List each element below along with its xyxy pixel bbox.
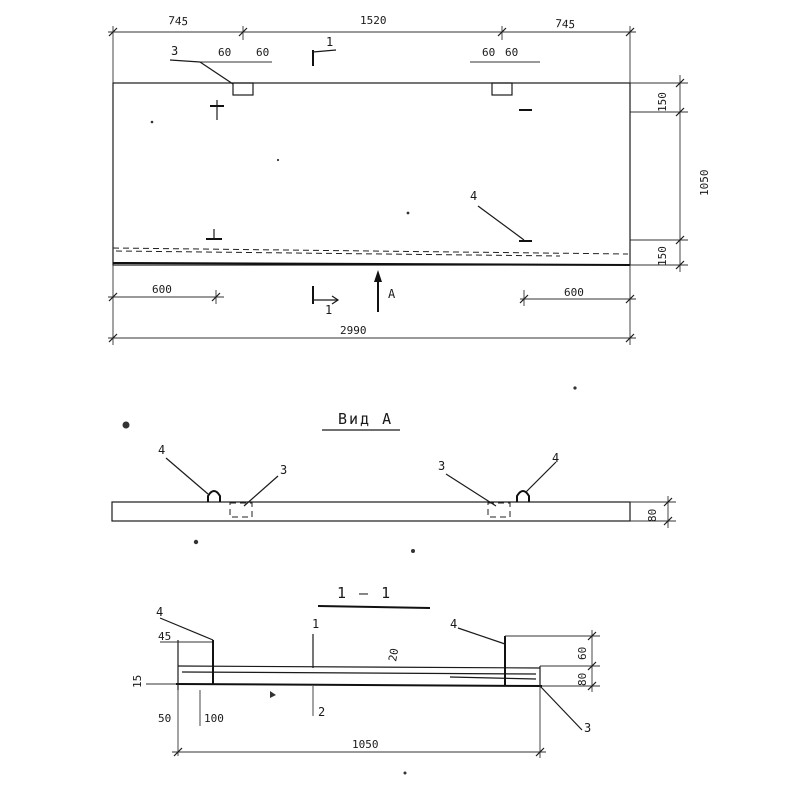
plan-hidden-line bbox=[112, 247, 629, 255]
plan-dim-tick bbox=[108, 27, 118, 37]
view-a-title: Вид А bbox=[338, 410, 393, 428]
plan-dim-edge-bottom: 150 bbox=[656, 246, 669, 266]
section-marker-2: 2 bbox=[318, 705, 325, 719]
view-a-loop-right bbox=[516, 490, 530, 502]
section-dim-tick bbox=[587, 631, 597, 641]
view-a-dim-tick bbox=[663, 497, 673, 507]
plan-dim-height: 1050 bbox=[698, 170, 711, 197]
plan-section-mark-bottom: 1 bbox=[325, 303, 332, 317]
plan-offset-left-b: 60 bbox=[256, 46, 269, 59]
view-a: Вид А 4 3 3 4 80 bbox=[111, 410, 676, 528]
section-leader-4-left bbox=[159, 617, 214, 641]
plan-dim-tick bbox=[625, 294, 635, 304]
plan-dim-tick bbox=[211, 292, 221, 302]
plan-callout-4: 4 bbox=[470, 189, 477, 203]
section-dim-50: 50 bbox=[158, 712, 171, 725]
plan-leader-4 bbox=[477, 205, 525, 241]
plan-offset-right-a: 60 bbox=[482, 46, 495, 59]
plan-dim-bottom-right: 600 bbox=[564, 286, 584, 299]
plan-offset-left-a: 60 bbox=[218, 46, 231, 59]
section-dim-tick bbox=[535, 747, 545, 757]
plan-embed-left bbox=[232, 82, 254, 96]
section-dim-tick bbox=[173, 747, 183, 757]
section-slab-bottom bbox=[175, 683, 543, 687]
plan-view: 745 1520 745 60 60 60 60 3 1 150 1050 15… bbox=[108, 14, 711, 345]
section-callout-4-left: 4 bbox=[156, 605, 163, 619]
plan-embed-right bbox=[491, 82, 513, 96]
view-a-dim-thickness: 80 bbox=[646, 509, 659, 522]
plan-leader-3 bbox=[169, 59, 201, 63]
section-dim-tick bbox=[587, 661, 597, 671]
plan-offset-right-b: 60 bbox=[505, 46, 518, 59]
plan-dim-tick bbox=[675, 107, 685, 117]
plan-dim-right: 745 bbox=[555, 17, 576, 31]
plan-dim-tick bbox=[625, 27, 635, 37]
section-dim-80: 80 bbox=[576, 673, 589, 686]
section-dim-tick bbox=[587, 681, 597, 691]
plan-hidden-line-2 bbox=[115, 250, 561, 257]
plan-dim-tick bbox=[675, 78, 685, 88]
section-rebar bbox=[449, 676, 537, 680]
plan-dim-total: 2990 bbox=[340, 324, 367, 337]
view-a-leader-4-left bbox=[165, 457, 209, 495]
view-a-dim-tick bbox=[663, 516, 673, 526]
section-title: 1 — 1 bbox=[337, 584, 392, 602]
view-a-leader-4-right bbox=[525, 461, 557, 493]
section-leader-3 bbox=[539, 685, 583, 731]
plan-slab-outline bbox=[112, 82, 631, 266]
view-a-embed-left bbox=[229, 502, 253, 518]
plan-section-mark-top-h bbox=[312, 49, 337, 53]
section-marker-1: 1 bbox=[312, 617, 319, 631]
section-callout-4-right: 4 bbox=[450, 617, 457, 631]
view-a-leader-3-left bbox=[243, 475, 279, 507]
plan-callout-3: 3 bbox=[171, 44, 178, 58]
section-dim-width: 1050 bbox=[352, 738, 379, 751]
plan-dim-bottom-left: 600 bbox=[152, 283, 172, 296]
plan-section-arrow bbox=[331, 295, 340, 305]
section-dim-60: 60 bbox=[576, 647, 589, 660]
view-a-callout-4-left: 4 bbox=[158, 443, 165, 457]
section-1-1: 1 — 1 4 4 3 1 2 45 15 50 100 20 bbox=[131, 584, 600, 758]
plan-dim-tick bbox=[675, 260, 685, 270]
plan-dim-tick bbox=[497, 27, 507, 37]
scan-specks bbox=[122, 120, 577, 775]
view-a-callout-3-left: 3 bbox=[280, 463, 287, 477]
view-a-callout-4-right: 4 bbox=[552, 451, 559, 465]
view-a-slab bbox=[111, 501, 631, 522]
view-a-callout-3-right: 3 bbox=[438, 459, 445, 473]
section-leader-4-right bbox=[457, 627, 506, 645]
plan-dim-tick bbox=[625, 333, 635, 343]
view-a-leader-3-right bbox=[445, 473, 497, 507]
plan-slab-bottom-edge bbox=[112, 262, 631, 266]
section-title-underline bbox=[317, 605, 431, 609]
section-dim-45: 45 bbox=[158, 630, 171, 643]
plan-dim-left: 745 bbox=[168, 14, 189, 28]
plan-view-arrow-head bbox=[374, 270, 382, 282]
view-a-loop-left bbox=[207, 490, 221, 502]
section-slab-top bbox=[177, 665, 541, 669]
plan-dim-tick bbox=[108, 292, 118, 302]
section-callout-3: 3 bbox=[584, 721, 591, 735]
section-dim-15: 15 bbox=[131, 675, 144, 688]
plan-dim-tick bbox=[675, 235, 685, 245]
plan-leader-3b bbox=[199, 61, 234, 85]
section-dim-20: 20 bbox=[386, 647, 401, 662]
plan-section-mark-top: 1 bbox=[326, 35, 333, 49]
plan-dim-middle: 1520 bbox=[360, 14, 387, 27]
section-dim-100: 100 bbox=[204, 712, 224, 725]
plan-dim-tick bbox=[238, 27, 248, 37]
section-slab-top-2 bbox=[181, 671, 537, 675]
plan-dim-tick bbox=[519, 294, 529, 304]
view-a-embed-right bbox=[487, 502, 511, 518]
plan-dim-tick bbox=[108, 333, 118, 343]
plan-view-arrow-label: А bbox=[388, 287, 396, 301]
plan-dim-edge-top: 150 bbox=[656, 92, 669, 112]
